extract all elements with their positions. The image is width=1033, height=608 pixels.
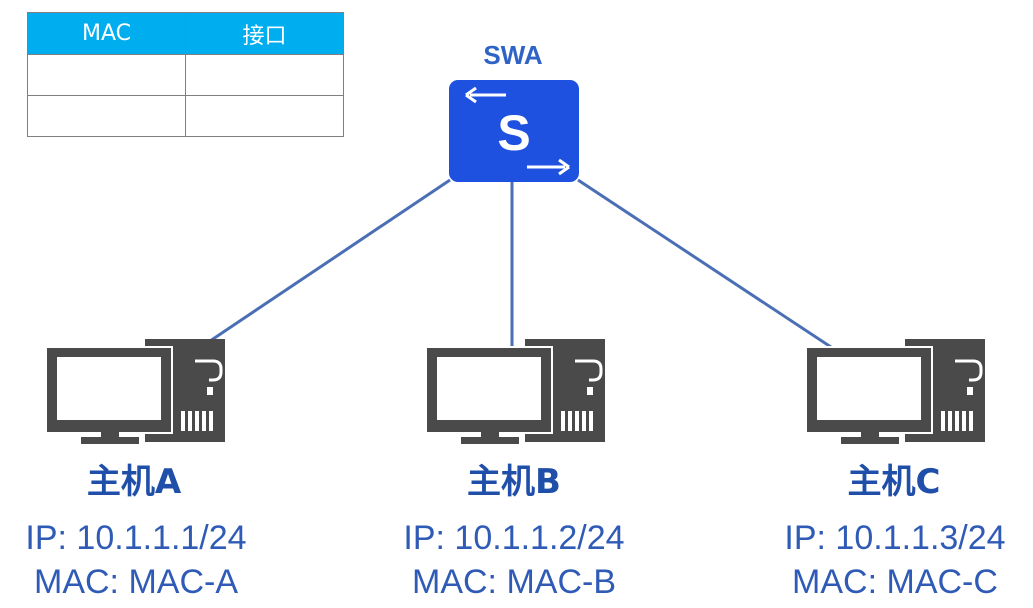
host-c-mac: MAC: MAC-C bbox=[792, 563, 998, 601]
table-header-row: MAC 接口 bbox=[27, 12, 344, 55]
table-row bbox=[27, 54, 344, 96]
switch-icon[interactable]: S bbox=[449, 80, 579, 182]
host-a-computer-icon[interactable] bbox=[43, 337, 227, 446]
host-b-mac: MAC: MAC-B bbox=[412, 563, 616, 601]
host-a-ip: IP: 10.1.1.1/24 bbox=[25, 519, 247, 557]
switch-label: SWA bbox=[483, 40, 543, 70]
host-c-computer-icon[interactable] bbox=[803, 337, 987, 446]
mac-address-table: MAC 接口 bbox=[27, 12, 344, 137]
host-a-name: 主机A bbox=[86, 462, 182, 502]
host-b-computer-icon[interactable] bbox=[423, 337, 607, 446]
link-swa-host-c bbox=[577, 178, 841, 355]
mac-cell bbox=[27, 95, 186, 137]
interface-column-header: 接口 bbox=[185, 12, 344, 55]
host-c-name: 主机C bbox=[847, 462, 941, 502]
link-swa-host-a bbox=[209, 178, 451, 343]
mac-column-header: MAC bbox=[27, 12, 186, 55]
table-row bbox=[27, 95, 344, 137]
interface-cell bbox=[185, 95, 344, 137]
host-b-ip: IP: 10.1.1.2/24 bbox=[403, 519, 625, 557]
host-c-ip: IP: 10.1.1.3/24 bbox=[784, 519, 1006, 557]
interface-cell bbox=[185, 54, 344, 96]
switch-icon-letter: S bbox=[497, 105, 530, 161]
host-a-mac: MAC: MAC-A bbox=[34, 563, 238, 601]
host-b-name: 主机B bbox=[467, 462, 561, 502]
